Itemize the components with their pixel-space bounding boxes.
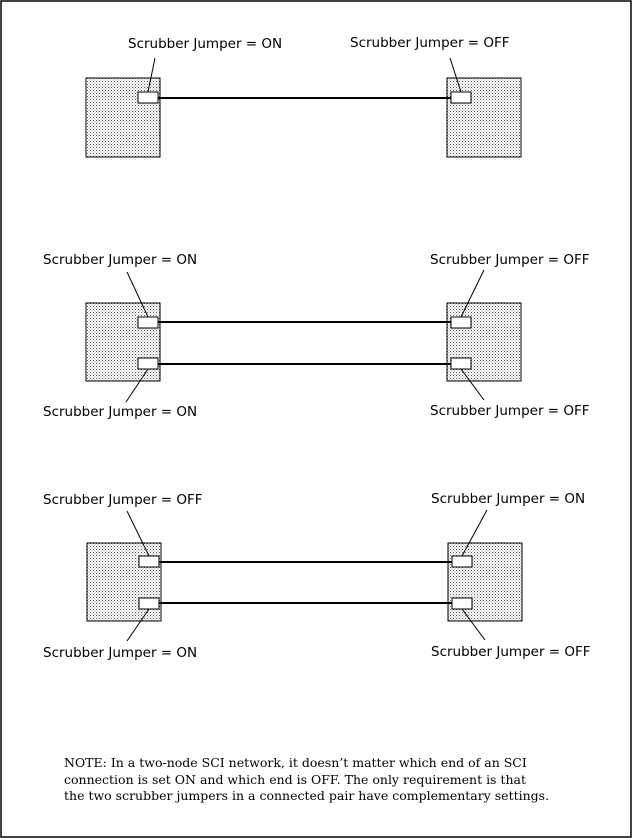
left-jumper-label: Scrubber Jumper = ON	[128, 36, 282, 52]
right-jumper-top	[451, 555, 473, 568]
right-bottom-leader	[460, 368, 485, 401]
note-line: connection is set ON and which end is OF…	[64, 771, 526, 787]
right-top-jumper-label: Scrubber Jumper = OFF	[430, 252, 590, 268]
right-jumper-label: Scrubber Jumper = OFF	[350, 35, 510, 51]
right-node-box	[446, 77, 522, 158]
left-jumper-top	[138, 555, 160, 568]
left-bottom-jumper-label: Scrubber Jumper = ON	[43, 645, 197, 661]
left-jumper-bottom	[137, 357, 159, 370]
diagram-dual-connection-b: Scrubber Jumper = OFF Scrubber Jumper = …	[43, 491, 591, 661]
left-top-jumper-label: Scrubber Jumper = OFF	[43, 492, 203, 508]
left-top-jumper-label: Scrubber Jumper = ON	[43, 252, 197, 268]
note-line: NOTE: In a two-node SCI network, it does…	[64, 755, 527, 770]
note-line: the two scrubber jumpers in a connected …	[64, 788, 550, 803]
note-text: NOTE: In a two-node SCI network, it does…	[64, 755, 604, 805]
left-bottom-jumper-label: Scrubber Jumper = ON	[43, 404, 197, 420]
diagram-dual-connection-a: Scrubber Jumper = ON Scrubber Jumper = O…	[43, 252, 590, 420]
left-jumper-leader	[147, 57, 156, 93]
right-bottom-jumper-label: Scrubber Jumper = OFF	[430, 403, 590, 419]
right-top-leader	[460, 269, 485, 318]
right-jumper-bottom	[451, 597, 473, 610]
left-top-leader	[126, 271, 149, 318]
left-jumper-bottom	[138, 597, 160, 610]
left-top-leader	[126, 510, 150, 557]
right-top-leader	[461, 509, 488, 557]
left-bottom-leader	[126, 608, 150, 642]
diagram-single-connection: Scrubber Jumper = ON Scrubber Jumper = O…	[85, 35, 522, 158]
left-bottom-leader	[125, 368, 149, 403]
right-bottom-jumper-label: Scrubber Jumper = OFF	[431, 644, 591, 660]
left-jumper-top	[137, 316, 159, 329]
right-bottom-leader	[461, 608, 486, 641]
right-jumper-top	[450, 316, 472, 329]
right-top-jumper-label: Scrubber Jumper = ON	[431, 491, 585, 507]
right-jumper	[450, 91, 472, 104]
left-jumper	[137, 91, 159, 104]
right-jumper-leader	[449, 57, 462, 93]
right-jumper-bottom	[450, 357, 472, 370]
